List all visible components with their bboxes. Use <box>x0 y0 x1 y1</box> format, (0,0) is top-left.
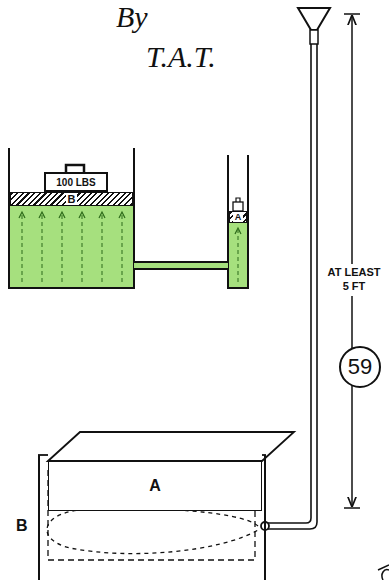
byline: By <box>116 0 148 34</box>
node-label: 59 <box>348 354 372 380</box>
tube <box>268 44 311 523</box>
lid-top <box>48 432 294 461</box>
funnel <box>298 8 330 30</box>
weight-handle <box>236 198 240 202</box>
pressure-arrows <box>19 212 241 282</box>
liquid <box>229 222 247 287</box>
node-label: A <box>233 212 244 222</box>
node-label: B <box>66 193 78 205</box>
small-cylinder <box>228 155 248 288</box>
weight: 100 LBS <box>44 172 108 192</box>
weight-handle <box>66 165 84 172</box>
node-label: A <box>149 477 161 495</box>
lid-box: A <box>48 461 262 511</box>
dimension-line <box>351 16 353 506</box>
pipe-liquid <box>134 262 228 269</box>
large-cylinder <box>9 148 134 288</box>
bag <box>47 509 258 554</box>
callout-number: 59 <box>339 346 381 388</box>
small-weight <box>233 202 243 211</box>
liquid <box>10 205 133 287</box>
author: T.A.T. <box>146 40 216 74</box>
node-label: 100 LBS <box>56 177 95 188</box>
dimension-label: AT LEAST 5 FT <box>325 264 383 296</box>
piston: B <box>10 192 133 206</box>
piston: A <box>229 211 247 223</box>
tube <box>268 44 317 529</box>
node-label: B <box>16 517 28 535</box>
neighbour-figure <box>378 565 389 580</box>
